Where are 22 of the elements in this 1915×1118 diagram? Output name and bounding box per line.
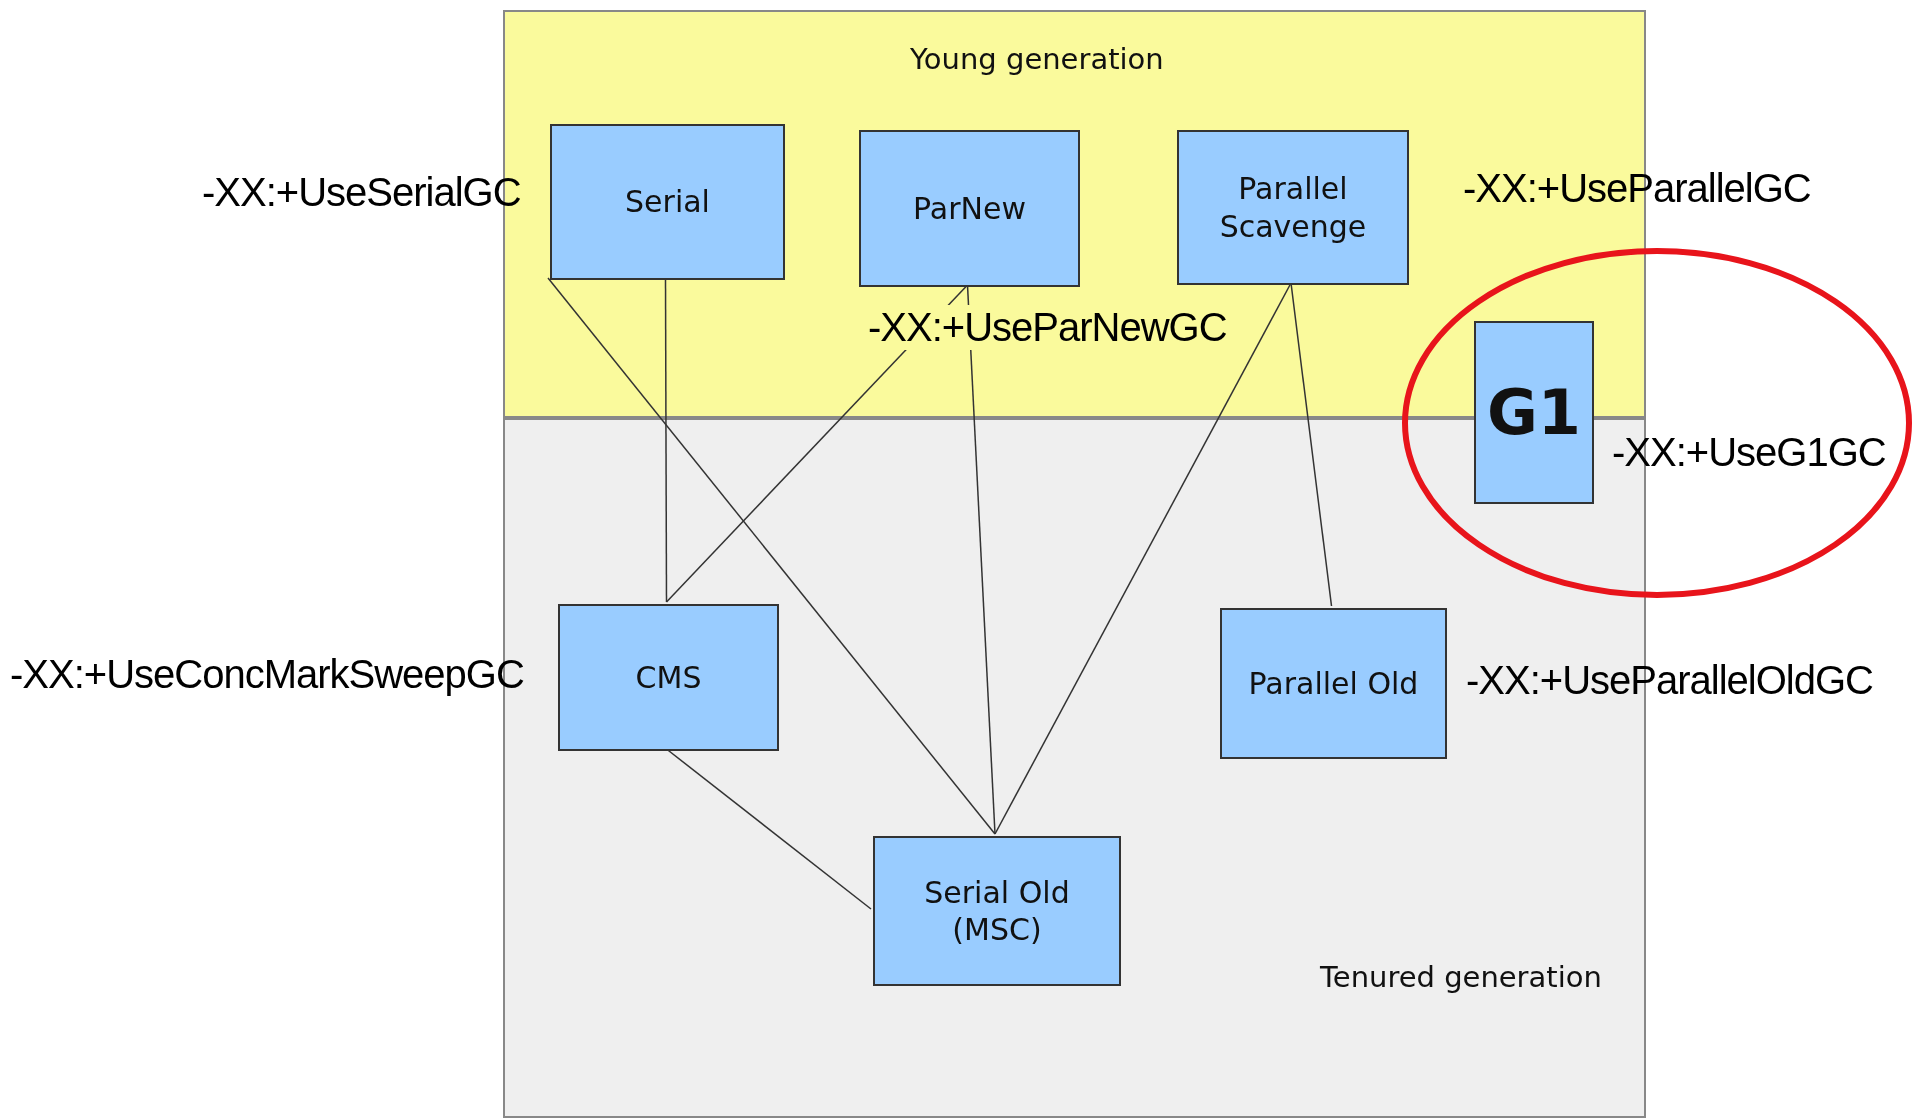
panel-title: Tenured generation	[1320, 960, 1602, 994]
connector-line	[664, 277, 668, 603]
collector-box: Parallel Scavenge	[1177, 130, 1409, 285]
connector-line	[994, 282, 1292, 835]
jvm-flag-label: -XX:+UseParallelGC	[1463, 166, 1811, 211]
connector-line	[665, 748, 872, 910]
collector-box: G1	[1474, 321, 1594, 504]
collector-box: ParNew	[859, 130, 1080, 287]
connector-line	[966, 284, 996, 835]
collector-box: Serial Old (MSC)	[873, 836, 1121, 986]
connector-line	[665, 284, 969, 603]
collector-box: CMS	[558, 604, 779, 751]
panel-title: Young generation	[910, 42, 1164, 76]
connector-line	[547, 277, 996, 835]
jvm-flag-label: -XX:+UseConcMarkSweepGC	[10, 652, 524, 697]
jvm-flag-label: -XX:+UseSerialGC	[202, 170, 521, 215]
jvm-flag-label: -XX:+UseParNewGC	[868, 305, 1227, 350]
jvm-flag-label: -XX:+UseParallelOldGC	[1466, 658, 1873, 703]
connector-line	[1290, 282, 1333, 607]
jvm-flag-label: -XX:+UseG1GC	[1612, 430, 1886, 475]
collector-box: Serial	[550, 124, 785, 280]
collector-box: Parallel Old	[1220, 608, 1447, 759]
